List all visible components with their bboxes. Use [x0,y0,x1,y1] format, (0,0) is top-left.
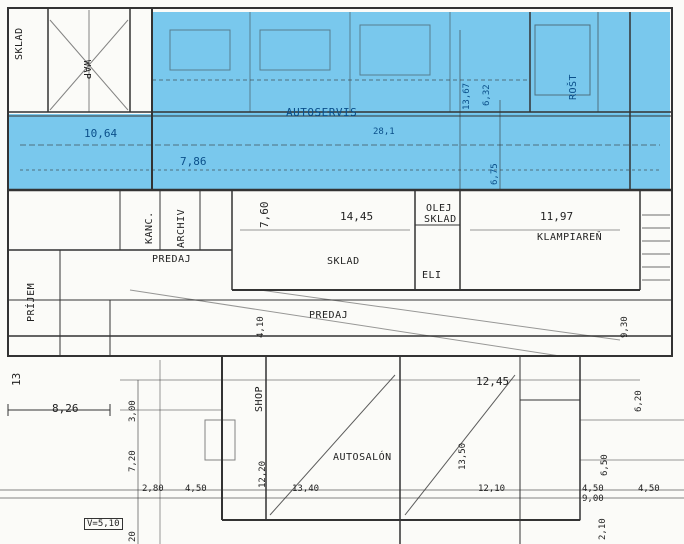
dim-6-32: 6,32 [482,84,492,106]
dim-28-1: 28,1 [373,127,395,137]
dim-7-20: 7,20 [128,450,138,472]
room-label-wap: WAP [81,60,92,80]
room-label-rost: ROŠT [568,73,579,100]
dim-13-left: 13 [10,372,23,386]
dim-6-75: 6,75 [490,163,500,185]
room-label-autoservis: AUTOSERVIS [286,106,358,119]
dim-13-50: 13,50 [458,442,468,470]
room-label-olej-sklad: SKLAD [424,214,457,225]
level-note-v510: V=5,10 [84,518,123,530]
dim-4-50-c: 4,50 [638,484,660,494]
room-label-sklad-mid: SKLAD [327,256,360,267]
room-label-archiv: ARCHIV [176,208,187,248]
dim-7-86: 7,86 [180,155,207,168]
dim-4-50-b: 4,50 [582,484,604,494]
room-label-kanc: KANC. [144,211,155,244]
dim-12-45: 12,45 [476,375,510,388]
dim-9-00: 9,00 [582,494,604,504]
room-label-eli: ELI [422,270,442,281]
dim-10-64: 10,64 [84,127,118,140]
room-label-olej: OLEJ [426,203,453,214]
dim-2-10: 2,10 [598,518,608,540]
dim-9-30: 9,30 [620,316,630,338]
dim-12-10: 12,10 [478,484,506,494]
room-label-predaj-long: PREDAJ [309,310,349,321]
dim-14-45: 14,45 [340,210,374,223]
dim-4-10: 4,10 [256,316,266,338]
room-label-sklad-top: SKLAD [14,27,25,60]
room-label-prijem: PRÍJEM [26,282,37,322]
dim-6-20: 6,20 [634,390,644,412]
dim-4-50-a: 4,50 [185,484,207,494]
room-label-shop: SHOP [254,385,265,412]
dim-6-50: 6,50 [600,454,610,476]
dim-13-67: 13,67 [462,82,472,110]
room-label-predaj-small: PREDAJ [152,254,192,265]
dim-7-60: 7,60 [258,201,271,229]
dim-3-00: 3,00 [128,400,138,422]
dim-2-80: 2,80 [142,484,164,494]
autoservis-highlight-band [8,114,670,190]
room-label-autosalon: AUTOSALÓN [333,452,392,463]
dim-11-97: 11,97 [540,210,574,223]
room-label-klampiaren: KLAMPIAREŇ [537,232,603,243]
dim-13-40: 13,40 [292,484,320,494]
autoservis-highlight-upper [152,12,670,116]
dim-12-20: 12,20 [258,460,268,488]
dim-8-26: 8,26 [52,402,79,415]
dim-20: 20 [128,531,138,542]
